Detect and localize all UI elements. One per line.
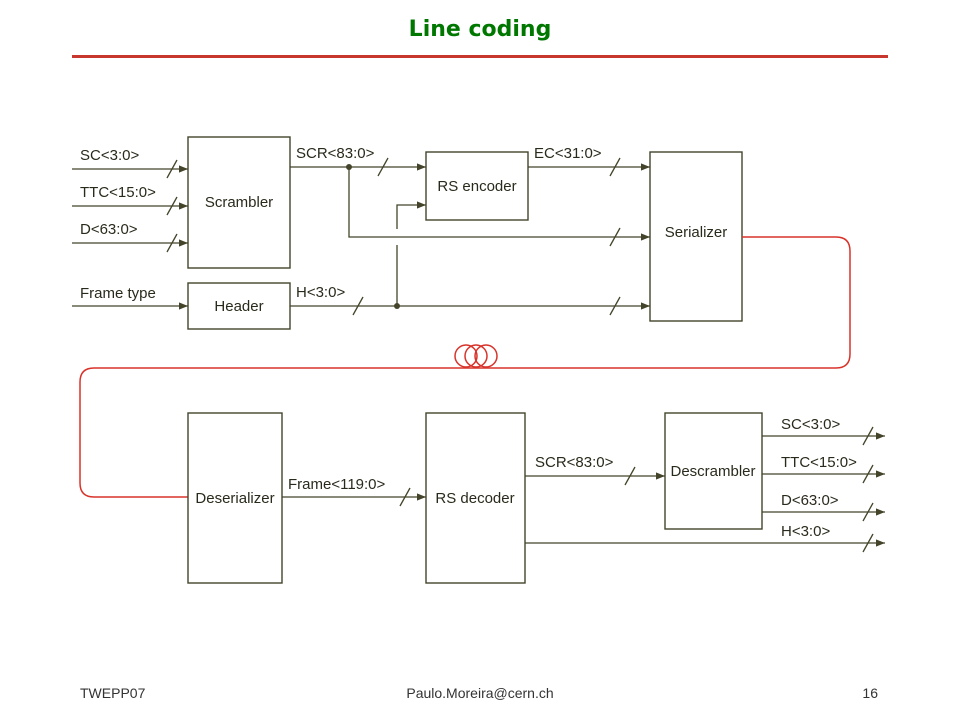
- output-label-d: D<63:0>: [781, 492, 839, 509]
- receiver-section: Deserializer RS decoder Descrambler Fram…: [187, 412, 885, 584]
- input-label-d: D<63:0>: [80, 221, 138, 238]
- signal-label-h-tx: H<3:0>: [296, 284, 345, 301]
- signal-label-frame: Frame<119:0>: [288, 476, 386, 493]
- wire-scr-to-serializer: [348, 167, 650, 241]
- bus-slash: [166, 196, 178, 216]
- bus-slash: [166, 233, 178, 253]
- transmitter-section: Scrambler Header RS encoder Serializer S…: [72, 136, 743, 330]
- bus-slash: [399, 487, 411, 507]
- optical-fiber-coil-icon: [454, 344, 498, 368]
- footer-event: TWEPP07: [80, 685, 146, 701]
- scrambler-block: [187, 136, 291, 269]
- bus-slash: [609, 157, 621, 177]
- input-label-sc: SC<3:0>: [80, 147, 139, 164]
- rs-encoder-label: RS encoder: [437, 178, 516, 195]
- signal-label-scr-tx: SCR<83:0>: [296, 145, 375, 162]
- serializer-label: Serializer: [665, 224, 728, 241]
- rs-decoder-block: [425, 412, 526, 584]
- output-label-sc: SC<3:0>: [781, 416, 840, 433]
- wire-h-to-rs-encoder-upper: [396, 201, 426, 229]
- bus-slash: [609, 296, 621, 316]
- fiber-coil-loop: [454, 344, 478, 368]
- bus-slash: [862, 533, 874, 553]
- input-label-frame-type: Frame type: [80, 285, 156, 302]
- optical-fiber-line: [79, 236, 851, 498]
- bus-slash: [862, 464, 874, 484]
- bus-slash: [166, 159, 178, 179]
- descrambler-block: [664, 412, 763, 530]
- bus-slash: [862, 426, 874, 446]
- footer-email: Paulo.Moreira@cern.ch: [406, 685, 554, 701]
- bus-slash: [352, 296, 364, 316]
- bus-slash: [862, 502, 874, 522]
- descrambler-label: Descrambler: [670, 463, 755, 480]
- fiber-coil-loop: [474, 344, 498, 368]
- fiber-coil-loop: [464, 344, 488, 368]
- optical-link: [79, 236, 851, 498]
- serializer-block: [649, 151, 743, 322]
- deserializer-label: Deserializer: [195, 490, 274, 507]
- signal-label-scr-rx: SCR<83:0>: [535, 454, 614, 471]
- scrambler-label: Scrambler: [205, 194, 273, 211]
- output-label-h: H<3:0>: [781, 523, 830, 540]
- input-label-ttc: TTC<15:0>: [80, 184, 156, 201]
- deserializer-block: [187, 412, 283, 584]
- bus-slash: [609, 227, 621, 247]
- header-label: Header: [214, 298, 263, 315]
- bus-slash: [377, 157, 389, 177]
- rs-decoder-label: RS decoder: [435, 490, 514, 507]
- bus-slash: [624, 466, 636, 486]
- footer-page-number: 16: [862, 685, 878, 701]
- signal-label-ec: EC<31:0>: [534, 145, 602, 162]
- slide-title: Line coding: [408, 17, 552, 42]
- output-label-ttc: TTC<15:0>: [781, 454, 857, 471]
- rs-encoder-block: [425, 151, 529, 221]
- title-underline: [72, 55, 888, 58]
